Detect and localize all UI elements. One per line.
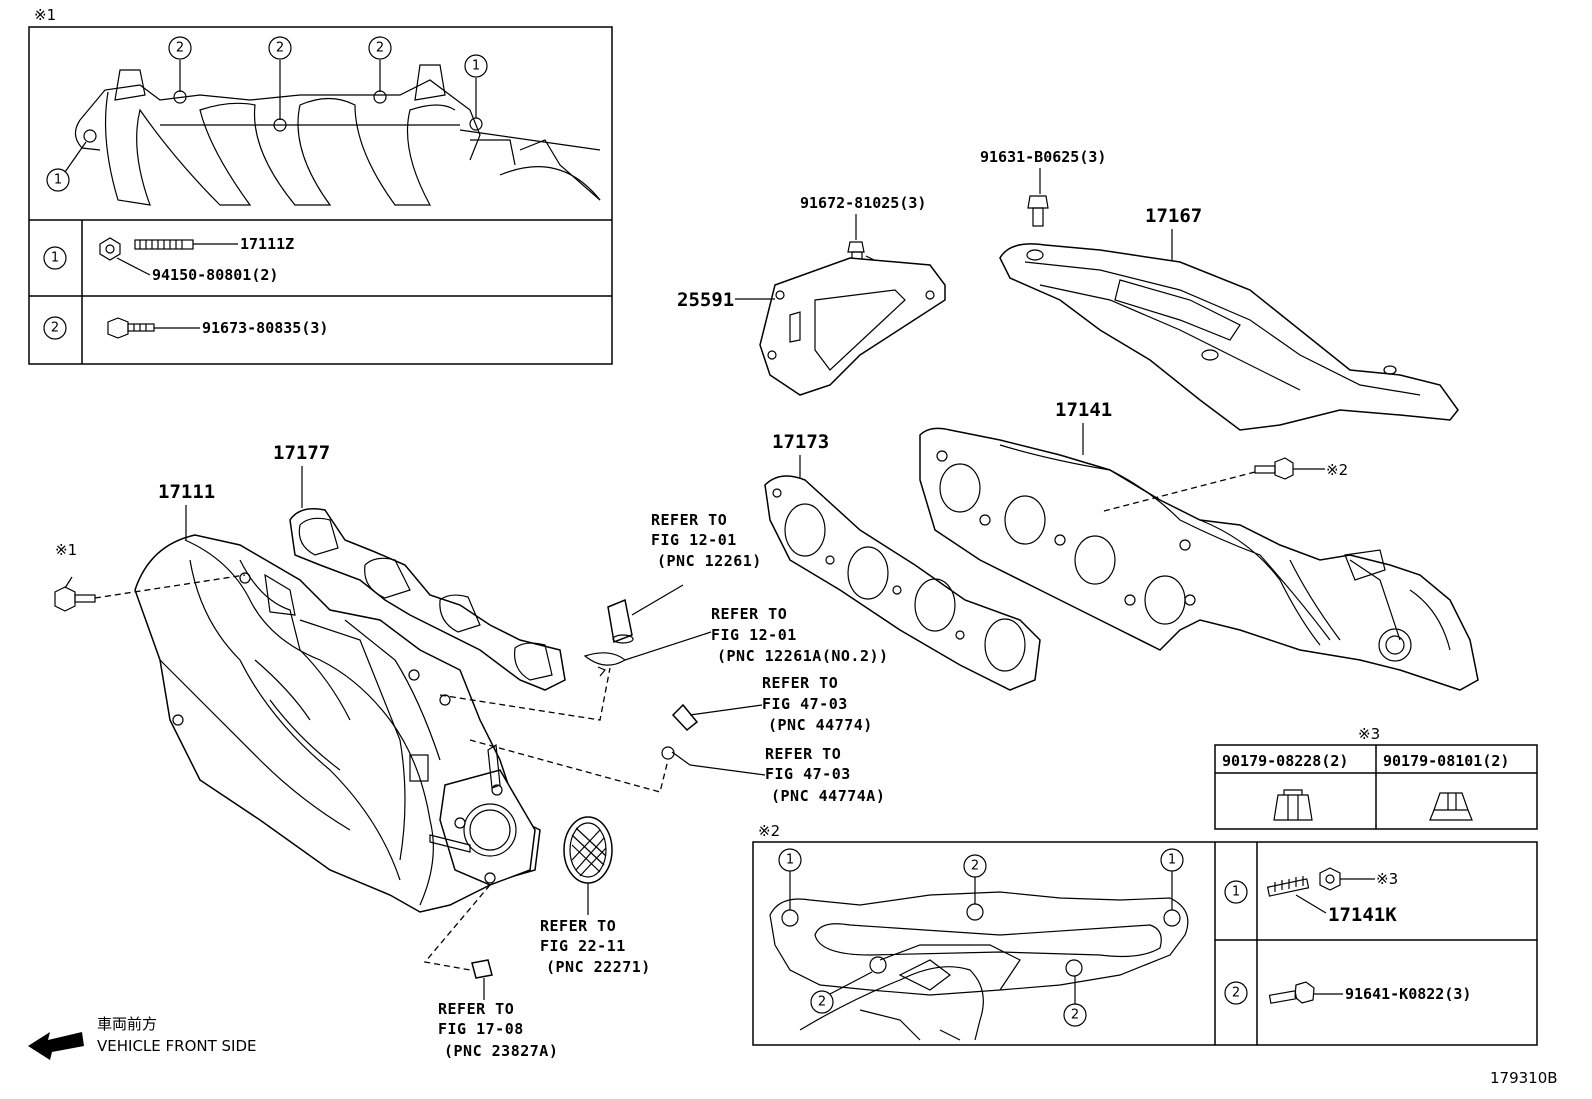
note3-ref: ※3 <box>1376 870 1398 888</box>
svg-text:FIG 17-08: FIG 17-08 <box>438 1020 524 1038</box>
stud-17141K-icon <box>1266 876 1310 897</box>
part-17173-label: 17173 <box>772 431 829 453</box>
bolt-91631-icon <box>1027 195 1049 227</box>
svg-text:REFER TO: REFER TO <box>711 605 787 623</box>
ref-44774: REFER TO FIG 47-03 (PNC 44774) <box>762 674 873 734</box>
ref-22271: REFER TO FIG 22-11 (PNC 22271) <box>540 917 651 976</box>
inset2-callouts: 1 2 1 2 2 <box>778 848 1184 1027</box>
manifold-17111-drawing <box>134 534 541 913</box>
ref-12261: REFER TO FIG 12-01 (PNC 12261) <box>651 511 762 570</box>
svg-text:(PNC 12261A(NO.2)): (PNC 12261A(NO.2)) <box>717 647 889 665</box>
part-91672-label: 91672-81025(3) <box>800 194 926 212</box>
note3-mark: ※3 <box>1358 725 1380 743</box>
flange-nut-icon <box>1429 792 1473 821</box>
inset2-frame <box>752 841 1538 1046</box>
clip-12261A-icon <box>583 652 627 677</box>
svg-text:(PNC 44774): (PNC 44774) <box>768 716 873 734</box>
svg-text:FIG 12-01: FIG 12-01 <box>711 626 797 644</box>
bolt-note2-icon <box>1254 457 1294 480</box>
inset1-frame <box>28 26 613 365</box>
part-91673-label: 91673-80835(3) <box>202 319 328 337</box>
svg-text:(PNC 23827A): (PNC 23827A) <box>444 1042 558 1060</box>
svg-text:(PNC 22271): (PNC 22271) <box>546 958 651 976</box>
svg-text:(PNC 44774A): (PNC 44774A) <box>771 787 885 805</box>
front-side-jp: 車両前方 <box>97 1015 157 1033</box>
svg-text:2: 2 <box>818 995 826 1010</box>
svg-text:2: 2 <box>1071 1008 1079 1023</box>
svg-text:1: 1 <box>786 853 794 868</box>
nut-note3-icon <box>1319 867 1341 891</box>
inset1-callouts: 2 2 2 1 1 <box>46 36 488 192</box>
inset-note3: ※3 90179-08228(2) 90179-08101(2) <box>1214 725 1538 830</box>
svg-text:2: 2 <box>971 859 979 874</box>
svg-text:(PNC 12261): (PNC 12261) <box>657 552 762 570</box>
note1-mark: ※1 <box>34 6 56 24</box>
stud-and-nut-icon <box>99 237 194 261</box>
svg-text:FIG 47-03: FIG 47-03 <box>765 765 851 783</box>
clamp-44774A-icon <box>661 746 691 766</box>
nut-90179-08101-label: 90179-08101(2) <box>1383 752 1509 770</box>
gasket-22271-icon <box>563 816 613 884</box>
svg-text:2: 2 <box>1232 986 1240 1001</box>
part-17111Z-label: 17111Z <box>240 235 294 253</box>
svg-text:1: 1 <box>472 59 480 74</box>
heat-insulator-17167-drawing <box>999 243 1459 431</box>
svg-text:1: 1 <box>54 173 62 188</box>
exhaust-flange-sketch <box>769 891 1189 1041</box>
svg-text:2: 2 <box>276 41 284 56</box>
vehicle-front-arrow-icon <box>28 1032 84 1060</box>
hose-44774-icon <box>671 703 699 732</box>
bolt-91641-icon <box>1268 981 1315 1004</box>
figure-id: 179310B <box>1490 1069 1558 1087</box>
ref-12261A: REFER TO FIG 12-01 (PNC 12261A(NO.2)) <box>711 605 889 665</box>
part-17141-label: 17141 <box>1055 399 1112 421</box>
nut-90179-08228-label: 90179-08228(2) <box>1222 752 1348 770</box>
svg-text:FIG 22-11: FIG 22-11 <box>540 937 626 955</box>
front-side-en: VEHICLE FRONT SIDE <box>97 1037 257 1055</box>
part-91631-label: 91631-B0625(3) <box>980 148 1106 166</box>
svg-text:REFER TO: REFER TO <box>540 917 616 935</box>
gasket-17173-drawing <box>764 475 1041 691</box>
svg-text:1: 1 <box>1168 853 1176 868</box>
exhaust-manifold-17141-drawing <box>919 427 1479 691</box>
bolt-icon <box>107 317 155 339</box>
svg-text:REFER TO: REFER TO <box>651 511 727 529</box>
bolt-note1-icon <box>54 586 96 612</box>
part-17111-label: 17111 <box>158 481 215 503</box>
svg-text:REFER TO: REFER TO <box>765 745 841 763</box>
svg-text:FIG 12-01: FIG 12-01 <box>651 531 737 549</box>
hose-23827A-icon <box>471 959 493 979</box>
part-94150-label: 94150-80801(2) <box>152 266 278 284</box>
ref-44774A: REFER TO FIG 47-03 (PNC 44774A) <box>765 745 885 805</box>
part-25591-label: 25591 <box>677 289 734 311</box>
note2-ref: ※2 <box>1326 461 1348 479</box>
hex-nut-icon <box>1273 789 1313 821</box>
svg-text:FIG 47-03: FIG 47-03 <box>762 695 848 713</box>
svg-text:2: 2 <box>176 41 184 56</box>
inset-note2: ※2 1 2 1 2 2 <box>752 822 1538 1046</box>
note2-mark: ※2 <box>758 822 780 840</box>
svg-text:1: 1 <box>1232 885 1240 900</box>
bracket-25591-drawing <box>759 257 946 396</box>
part-17177-label: 17177 <box>273 442 330 464</box>
note1-ref-left: ※1 <box>55 541 77 559</box>
inset-note1: ※1 2 2 2 1 <box>28 6 613 365</box>
part-17141K-label: 17141K <box>1328 904 1397 926</box>
svg-text:REFER TO: REFER TO <box>762 674 838 692</box>
hose-12261-icon <box>607 598 634 644</box>
intake-manifold-flange-sketch <box>74 64 601 206</box>
part-91641-label: 91641-K0822(3) <box>1345 985 1471 1003</box>
svg-text:2: 2 <box>51 321 59 336</box>
svg-text:REFER TO: REFER TO <box>438 1000 514 1018</box>
ref-23827A: REFER TO FIG 17-08 (PNC 23827A) <box>438 1000 558 1060</box>
svg-text:1: 1 <box>51 251 59 266</box>
part-17167-label: 17167 <box>1145 205 1202 227</box>
svg-text:2: 2 <box>376 41 384 56</box>
gasket-17177-drawing <box>289 508 566 691</box>
